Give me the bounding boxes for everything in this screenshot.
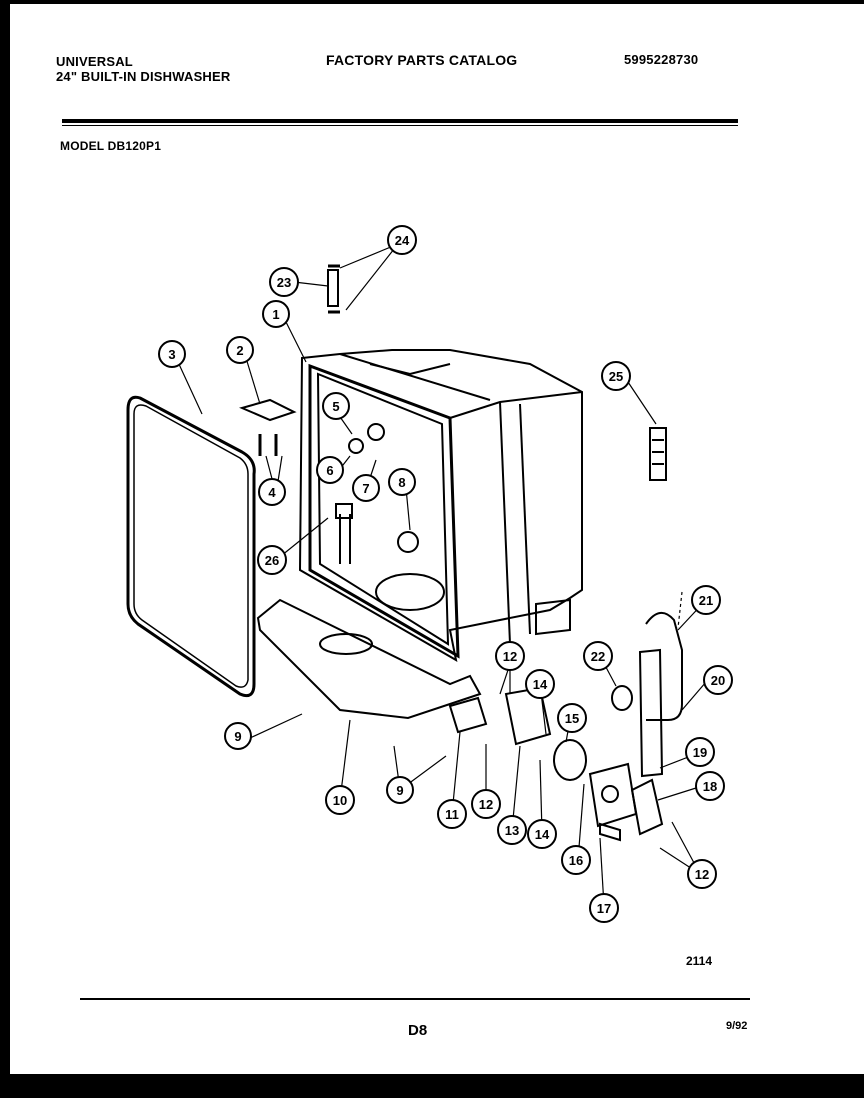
callout-14b: 14 [527, 819, 557, 849]
callout-12a: 12 [495, 641, 525, 671]
small-parts-drawing [327, 264, 667, 481]
tub-drawing [298, 349, 583, 662]
callout-18: 18 [695, 771, 725, 801]
callout-14a: 14 [525, 669, 555, 699]
figure-number: 2114 [686, 954, 713, 968]
svg-text:4: 4 [268, 485, 276, 500]
svg-text:9: 9 [396, 783, 403, 798]
svg-text:7: 7 [362, 481, 369, 496]
svg-text:10: 10 [333, 793, 347, 808]
door-gasket-drawing [126, 395, 256, 698]
svg-text:11: 11 [445, 807, 459, 822]
footer-rule [80, 998, 750, 1000]
svg-text:17: 17 [597, 901, 611, 916]
callout-17: 17 [589, 893, 619, 923]
callout-21: 21 [691, 585, 721, 615]
svg-text:5: 5 [332, 399, 339, 414]
header-rule-thin [62, 125, 738, 126]
paper-sheet: UNIVERSAL 24" BUILT-IN DISHWASHER FACTOR… [10, 4, 864, 1074]
svg-text:23: 23 [277, 275, 291, 290]
svg-text:14: 14 [533, 677, 548, 692]
callout-20: 20 [703, 665, 733, 695]
svg-text:18: 18 [703, 779, 717, 794]
exploded-parts-diagram: 1 2 3 4 5 6 7 8 9 9 10 11 12 12 12 13 14… [126, 225, 733, 923]
catalog-number: 5995228730 [624, 52, 699, 67]
svg-text:12: 12 [503, 649, 517, 664]
svg-text:1: 1 [272, 307, 279, 322]
diagram-linework [126, 243, 707, 907]
svg-text:6: 6 [326, 463, 333, 478]
svg-text:8: 8 [398, 475, 405, 490]
callout-22: 22 [583, 641, 613, 671]
callout-24: 24 [387, 225, 417, 255]
callout-25: 25 [601, 361, 631, 391]
header-rule [62, 119, 738, 123]
callout-26: 26 [257, 545, 287, 575]
svg-text:9: 9 [234, 729, 241, 744]
callout-2: 2 [226, 336, 254, 364]
callout-16: 16 [561, 845, 591, 875]
revision-date: 9/92 [726, 1020, 748, 1032]
svg-text:16: 16 [569, 853, 583, 868]
callout-13: 13 [497, 815, 527, 845]
svg-text:20: 20 [711, 673, 725, 688]
callout-1: 1 [262, 300, 290, 328]
svg-text:13: 13 [505, 823, 519, 838]
svg-text:15: 15 [565, 711, 579, 726]
callout-12b: 12 [471, 789, 501, 819]
callout-4: 4 [258, 478, 286, 506]
svg-text:22: 22 [591, 649, 605, 664]
model-label: MODEL DB120P1 [60, 139, 162, 153]
callout-3: 3 [158, 340, 186, 368]
callout-6: 6 [316, 456, 344, 484]
svg-text:25: 25 [609, 369, 623, 384]
product-line: 24" BUILT-IN DISHWASHER [56, 69, 231, 84]
callout-15: 15 [557, 703, 587, 733]
callout-7: 7 [352, 474, 380, 502]
callout-23: 23 [269, 267, 299, 297]
callout-12c: 12 [687, 859, 717, 889]
callout-8: 8 [388, 468, 416, 496]
catalog-title: FACTORY PARTS CATALOG [326, 52, 518, 68]
svg-text:12: 12 [695, 867, 709, 882]
hose-drawing [611, 612, 683, 836]
callout-5: 5 [322, 392, 350, 420]
brand-name: UNIVERSAL [56, 54, 133, 69]
svg-text:2: 2 [236, 343, 243, 358]
svg-text:14: 14 [535, 827, 550, 842]
svg-text:3: 3 [168, 347, 175, 362]
base-tray-drawing [256, 598, 482, 720]
brand-block: UNIVERSAL 24" BUILT-IN DISHWASHER [56, 54, 230, 84]
svg-text:12: 12 [479, 797, 493, 812]
page-number: D8 [408, 1022, 428, 1039]
callout-19: 19 [685, 737, 715, 767]
callout-10: 10 [325, 785, 355, 815]
callout-layer: 1 2 3 4 5 6 7 8 9 9 10 11 12 12 12 13 14… [158, 225, 733, 923]
callout-9b: 9 [386, 776, 414, 804]
callout-11: 11 [437, 799, 467, 829]
hinge-drawing [239, 398, 297, 456]
svg-text:21: 21 [699, 593, 713, 608]
svg-text:26: 26 [265, 553, 279, 568]
svg-text:19: 19 [693, 745, 707, 760]
callout-9a: 9 [224, 722, 252, 750]
svg-text:24: 24 [395, 233, 410, 248]
